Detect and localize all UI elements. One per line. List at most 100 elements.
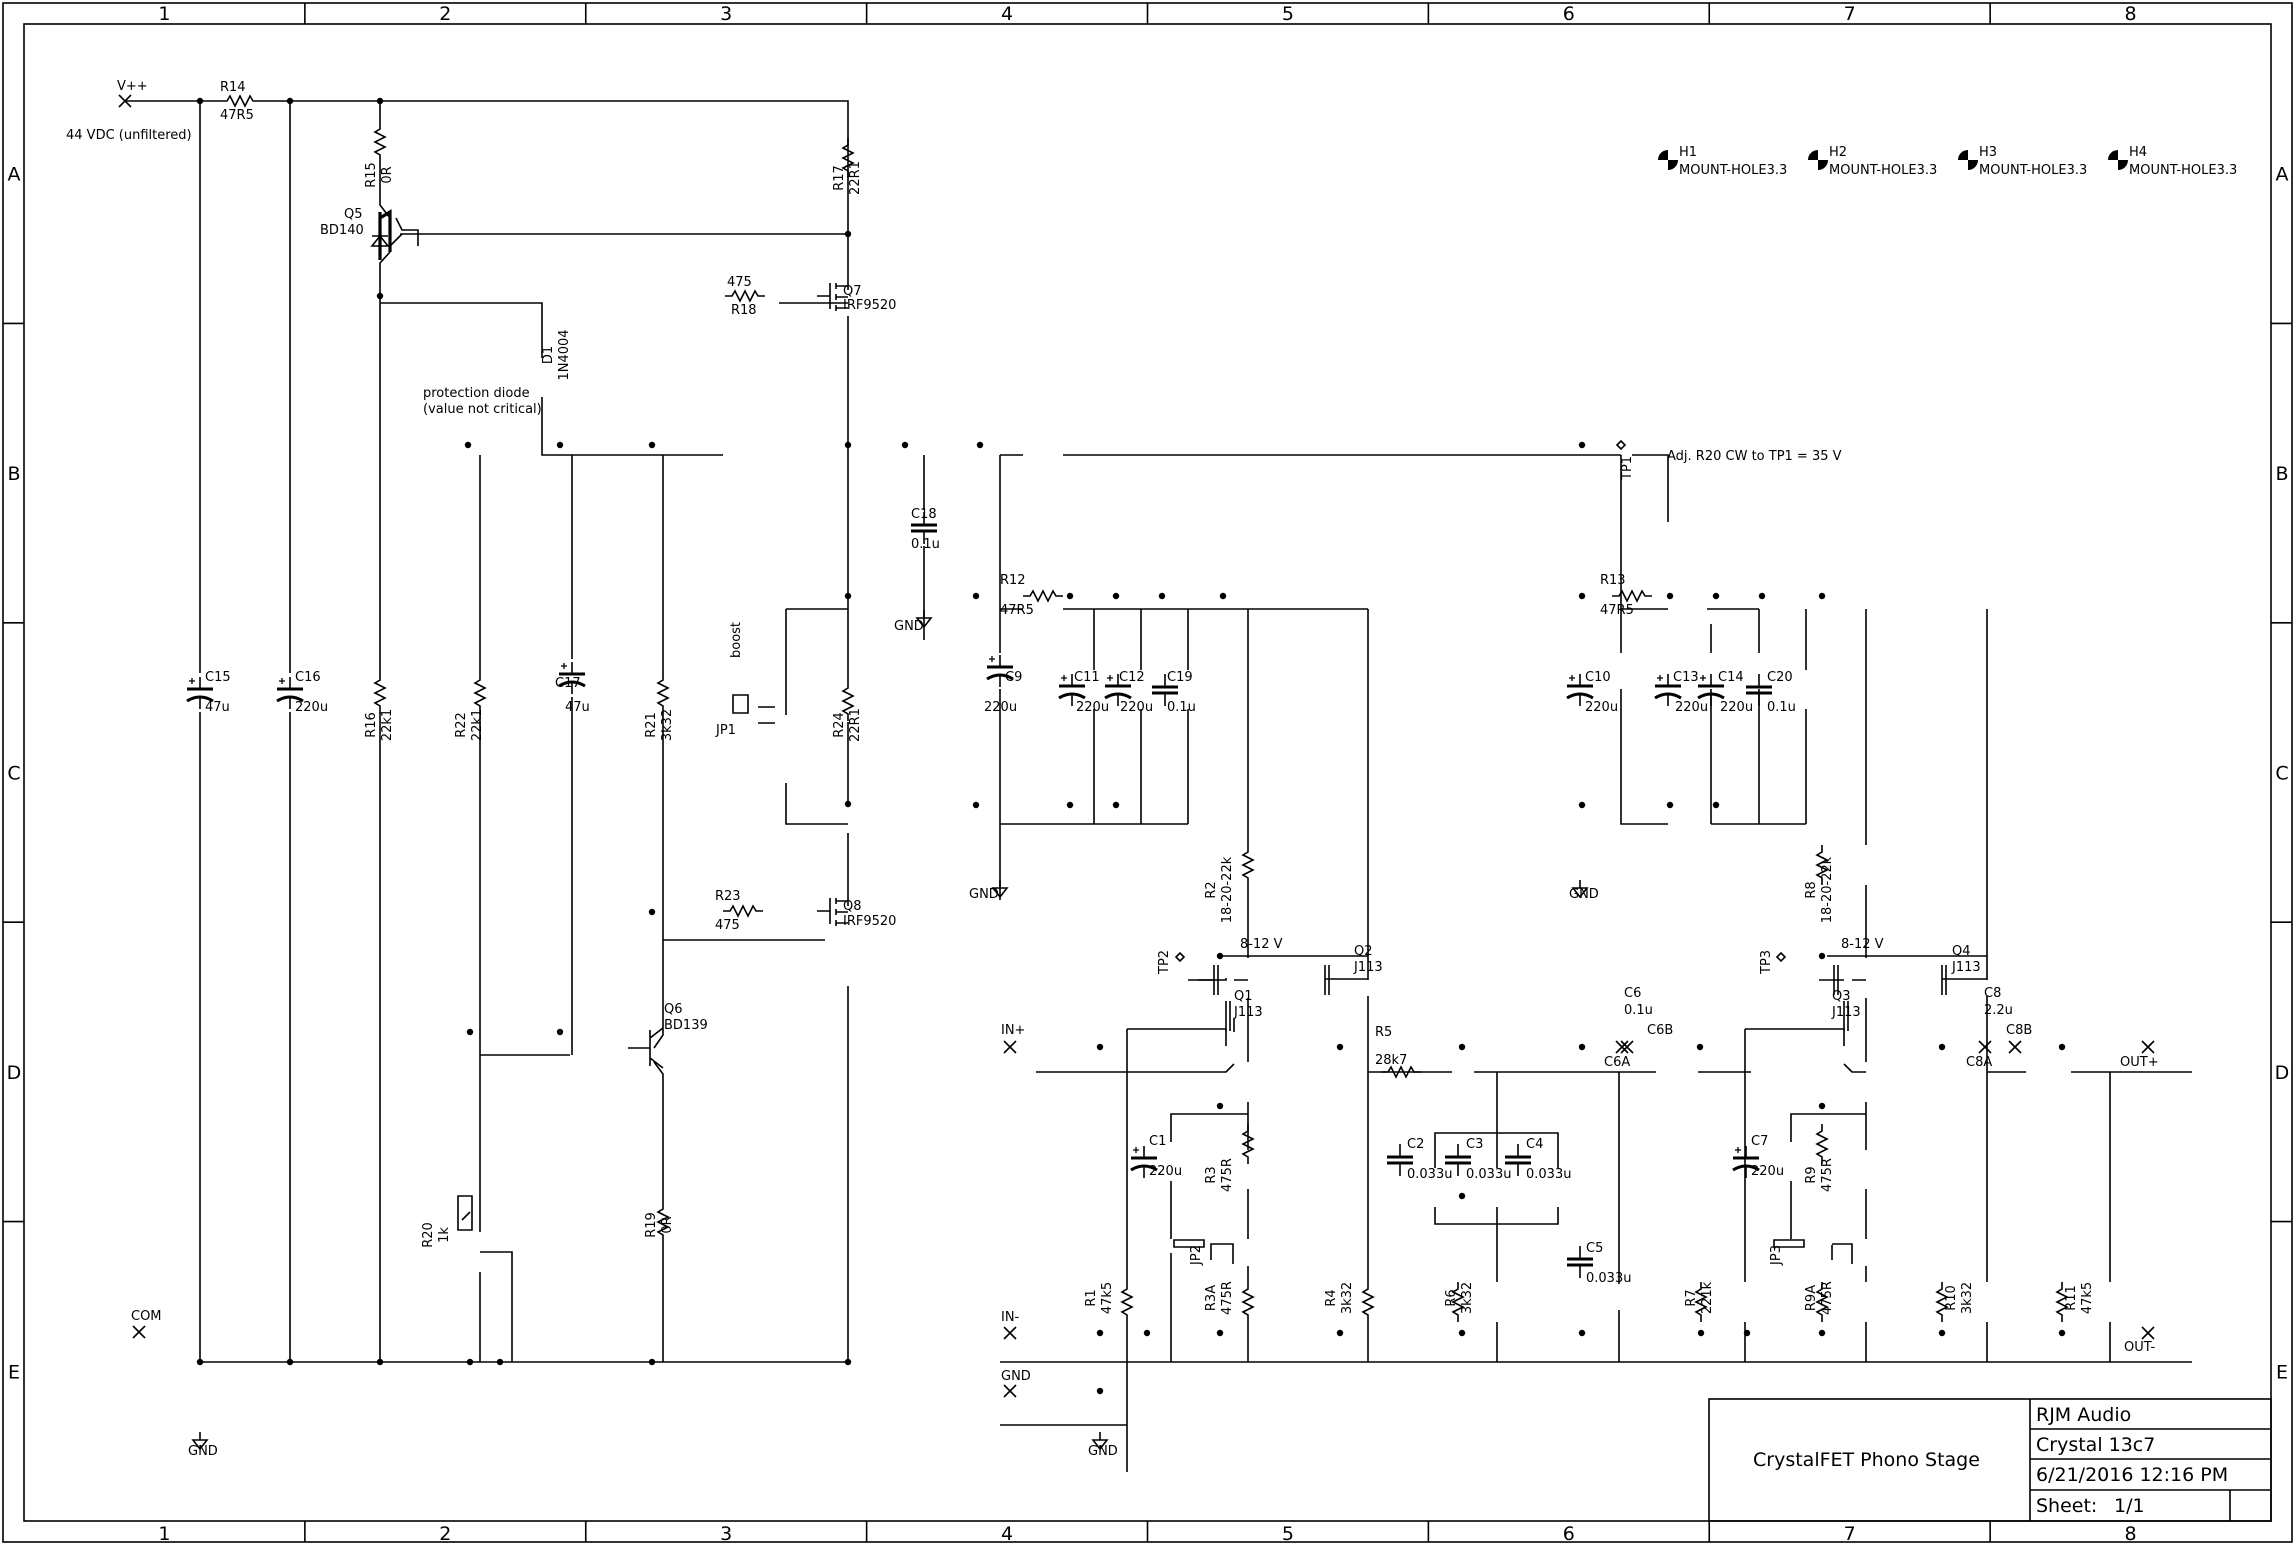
c13-value: 220u — [1675, 700, 1708, 715]
junction-dot — [1143, 1329, 1151, 1337]
revision-text: Crystal 13c7 — [2036, 1434, 2155, 1456]
q8-ref: Q8 — [843, 899, 862, 914]
protection-note-1: protection diode — [423, 386, 530, 401]
junction-dot — [901, 441, 909, 449]
c18-ref: C18 — [911, 507, 937, 522]
frame-col-top-6: 6 — [1563, 3, 1575, 25]
r20-value: 1k — [437, 1227, 452, 1243]
r9-ref: R9 — [1804, 1166, 1819, 1183]
tp2-label: TP2 — [1157, 950, 1172, 975]
h4-value: MOUNT-HOLE3.3 — [2129, 163, 2237, 178]
r11-ref: R11 — [2064, 1285, 2079, 1311]
port-out-plus: OUT+ — [2120, 1055, 2159, 1070]
junction-dot — [844, 1358, 852, 1366]
h1-value: MOUNT-HOLE3.3 — [1679, 163, 1787, 178]
h2-ref: H2 — [1829, 145, 1847, 160]
frame-col-top-4: 4 — [1001, 3, 1013, 25]
c4-value: 0.033u — [1526, 1167, 1571, 1182]
c5-value: 0.033u — [1586, 1271, 1631, 1286]
q2-value: J113 — [1353, 960, 1383, 975]
junction-dot — [1336, 1043, 1344, 1051]
gnd-label-c9: GND — [969, 887, 999, 902]
frame-row-left-B: B — [7, 463, 20, 485]
c1-ref: C1 — [1149, 1134, 1166, 1149]
c14-ref: C14 — [1718, 670, 1744, 685]
c15-ref: C15 — [205, 670, 231, 685]
r13-ref: R13 — [1600, 573, 1626, 588]
c3-ref: C3 — [1466, 1137, 1483, 1152]
port-gnd-in: GND — [1001, 1369, 1031, 1384]
junction-dot — [1066, 592, 1074, 600]
junction-dot — [1578, 441, 1586, 449]
gnd-label-c15: GND — [188, 1444, 218, 1459]
r12-value: 47R5 — [1000, 603, 1034, 618]
c3-value: 0.033u — [1466, 1167, 1511, 1182]
port-symbols — [118, 94, 2155, 1398]
c20-value: 0.1u — [1767, 700, 1796, 715]
device-symbols — [370, 209, 1947, 1248]
junction-dot — [1938, 1043, 1946, 1051]
r19-value: 0R — [660, 1216, 675, 1233]
port-com: COM — [131, 1309, 162, 1324]
r15-ref: R15 — [364, 162, 379, 188]
junction-dot — [1112, 592, 1120, 600]
junction-dot — [1336, 1329, 1344, 1337]
c10-value: 220u — [1585, 700, 1618, 715]
c2-value: 0.033u — [1407, 1167, 1452, 1182]
d1-ref: D1 — [541, 346, 556, 364]
frame-col-top-7: 7 — [1844, 3, 1856, 25]
junction-dot — [648, 1358, 656, 1366]
junction-dot — [1758, 592, 1766, 600]
gnd-label-in: GND — [1088, 1444, 1118, 1459]
r18-value: 475 — [727, 275, 752, 290]
junction-dot — [556, 1028, 564, 1036]
r21-ref: R21 — [644, 712, 659, 738]
junction-dot — [1818, 1102, 1826, 1110]
c19-ref: C19 — [1167, 670, 1193, 685]
r18-ref: R18 — [731, 303, 757, 318]
sheet-label: Sheet: — [2036, 1495, 2097, 1517]
junction-dot — [2058, 1329, 2066, 1337]
r19-ref: R19 — [644, 1212, 659, 1238]
c16-value: 220u — [295, 700, 328, 715]
c7-value: 220u — [1751, 1164, 1784, 1179]
r12-ref: R12 — [1000, 573, 1026, 588]
junction-dot — [376, 292, 384, 300]
c6-ref: C6 — [1624, 986, 1641, 1001]
r8-ref: R8 — [1804, 881, 1819, 898]
r24-value: 22R1 — [848, 708, 863, 742]
r14-ref: R14 — [220, 80, 246, 95]
date-text: 6/21/2016 12:16 PM — [2036, 1464, 2228, 1486]
junction-dot — [1743, 1329, 1751, 1337]
r17-ref: R17 — [832, 165, 847, 191]
q1-ref: Q1 — [1234, 989, 1253, 1004]
title-text: CrystalFET Phono Stage — [1753, 1449, 1980, 1471]
junction-dot — [196, 1358, 204, 1366]
supply-note: 44 VDC (unfiltered) — [66, 128, 192, 143]
r3a-ref: R3A — [1204, 1285, 1219, 1311]
q3-ref: Q3 — [1832, 989, 1851, 1004]
r2-ref: R2 — [1204, 881, 1219, 898]
r1-ref: R1 — [1084, 1289, 1099, 1306]
frame-row-left-C: C — [7, 763, 20, 785]
junction-dot — [1458, 1043, 1466, 1051]
r5-ref: R5 — [1375, 1025, 1392, 1040]
frame-col-bottom-6: 6 — [1563, 1523, 1575, 1545]
c9-ref: C9 — [1005, 670, 1022, 685]
port-out-minus: OUT- — [2124, 1340, 2155, 1355]
tp1-label: TP1 — [1620, 456, 1635, 481]
junction-dot — [1938, 1329, 1946, 1337]
frame-col-top-5: 5 — [1282, 3, 1294, 25]
c6-value: 0.1u — [1624, 1003, 1653, 1018]
c19-value: 0.1u — [1167, 700, 1196, 715]
r9a-ref: R9A — [1804, 1285, 1819, 1311]
junction-dot — [1712, 801, 1720, 809]
junction-dot — [1158, 592, 1166, 600]
jp1-ref: JP1 — [715, 723, 736, 738]
r21-value: 3k32 — [660, 709, 675, 741]
junction-dot — [1818, 592, 1826, 600]
junction-dot — [2058, 1043, 2066, 1051]
c13-ref: C13 — [1673, 670, 1699, 685]
r7-ref: R7 — [1684, 1289, 1699, 1306]
